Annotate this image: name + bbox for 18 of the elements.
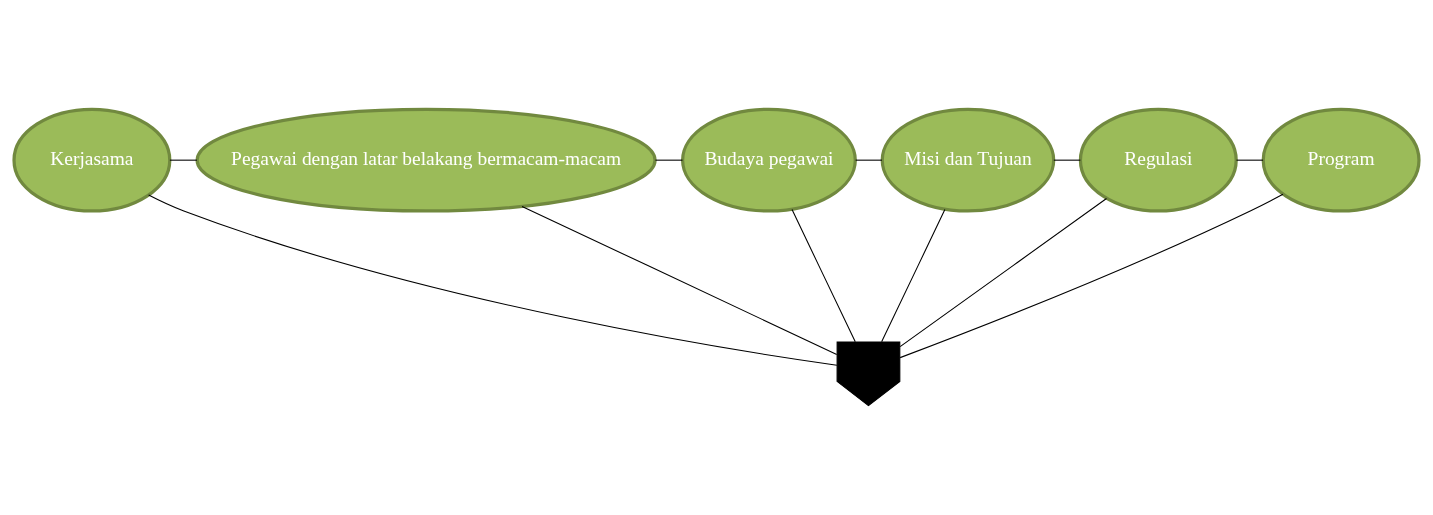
node-arrow xyxy=(836,341,901,407)
connector xyxy=(791,209,856,343)
connector xyxy=(521,205,838,356)
connector xyxy=(1053,159,1081,161)
connector xyxy=(899,197,1108,348)
connector xyxy=(169,159,198,161)
connector xyxy=(654,159,684,161)
node-ellipse: Misi dan Tujuan xyxy=(880,107,1056,213)
connector xyxy=(899,193,1284,359)
node-ellipse: Program xyxy=(1261,107,1421,213)
node-ellipse: Budaya pegawai xyxy=(681,107,857,213)
connector xyxy=(881,209,946,343)
connector xyxy=(1235,159,1264,161)
node-ellipse: Pegawai dengan latar belakang bermacam-macam xyxy=(195,107,657,213)
node-ellipse: Regulasi xyxy=(1078,107,1238,213)
connector xyxy=(855,159,883,161)
connector xyxy=(148,194,838,366)
node-ellipse: Kerjasama xyxy=(12,107,172,213)
